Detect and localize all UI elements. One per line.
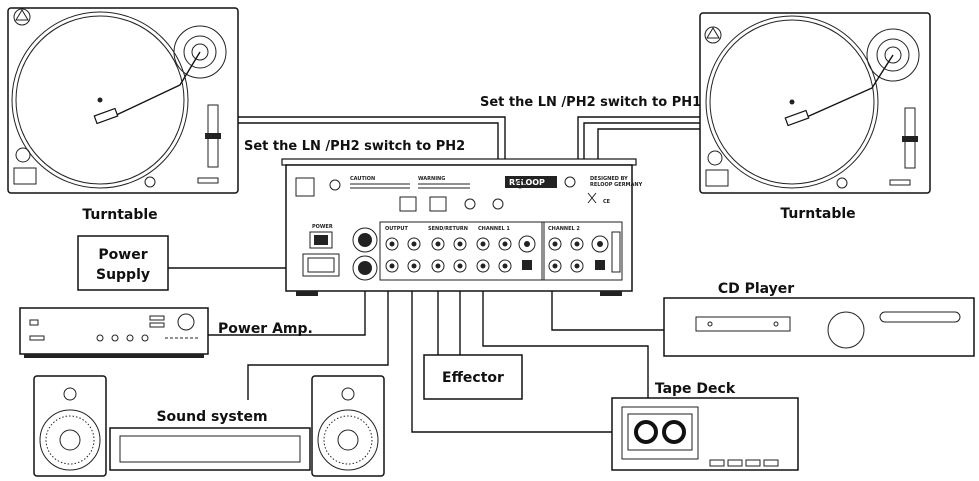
turntable-left-label: Turntable: [82, 207, 157, 223]
send-return-label: SEND/RETURN: [428, 226, 468, 232]
power-supply-label-line2: Supply: [96, 267, 150, 283]
power-label: POWER: [312, 224, 333, 230]
effector: Effector: [423, 354, 523, 400]
warning-text: WARNING: [418, 176, 445, 182]
tape-deck: [611, 397, 799, 471]
cd-player: [663, 297, 975, 357]
channel2-label: CHANNEL 2: [548, 226, 580, 232]
caution-text: CAUTION: [350, 176, 375, 182]
power-amp-label: Power Amp.: [218, 321, 313, 337]
brand-logo-text: RELOOP: [509, 178, 545, 187]
switch-ph1-label: Set the LN /PH2 switch to PH1: [480, 95, 701, 110]
cd-player-label: CD Player: [718, 281, 794, 297]
effector-label: Effector: [442, 370, 504, 386]
mixer-rear-panel: CAUTION WARNING RELOOP DESIGNED BY RELOO…: [281, 158, 643, 296]
rca-jacks: [385, 231, 621, 273]
turntable-right-label: Turntable: [780, 206, 855, 222]
power-supply: Power Supply: [77, 235, 169, 291]
sound-system: [33, 375, 385, 477]
sound-system-label: Sound system: [156, 409, 267, 425]
ce-mark: CE: [603, 199, 611, 205]
switch-ph2-label: Set the LN /PH2 switch to PH2: [244, 139, 465, 154]
germany-text: RELOOP GERMANY: [590, 182, 643, 188]
turntable-left: [7, 7, 239, 194]
turntable-right: [699, 12, 931, 194]
channel1-label: CHANNEL 1: [478, 226, 510, 232]
output-label: OUTPUT: [385, 226, 408, 232]
power-amp: [19, 307, 209, 358]
tape-deck-label: Tape Deck: [655, 381, 736, 397]
designed-text: DESIGNED BY: [590, 176, 628, 182]
power-supply-label-line1: Power: [98, 247, 147, 263]
